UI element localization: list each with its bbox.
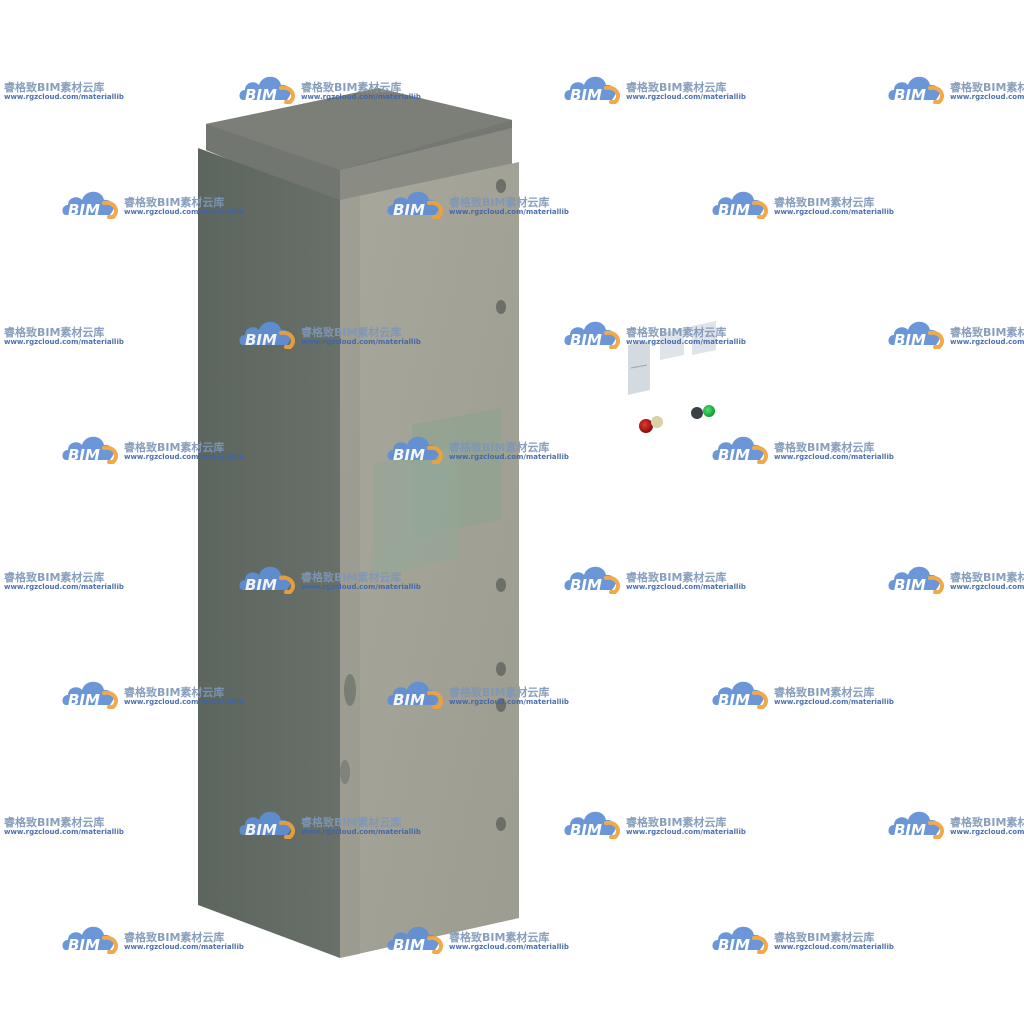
cabinet-bolts (496, 179, 506, 831)
indicator-lights (639, 405, 715, 433)
cabinet-side-face (198, 148, 340, 958)
cabinet-top (206, 88, 512, 205)
floating-components (628, 321, 716, 395)
cabinet-window-panels (373, 408, 501, 577)
